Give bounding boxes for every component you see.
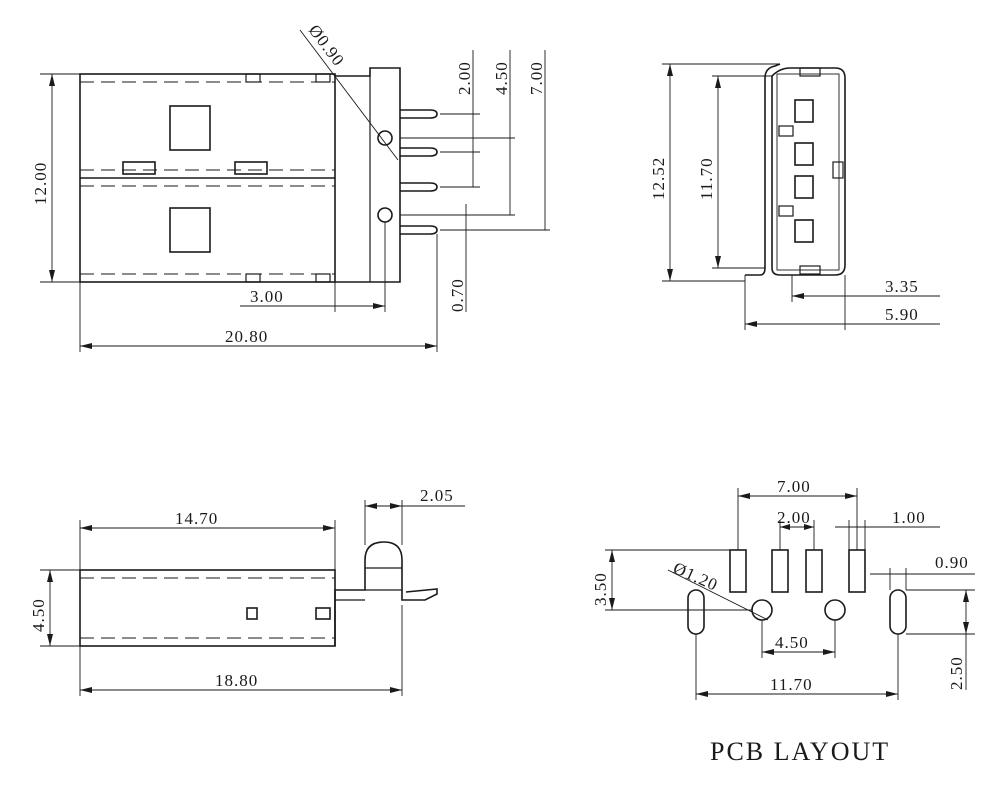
dim-pcb-slot-length: 2.50 [947, 656, 966, 690]
rear-housing [335, 67, 401, 283]
pcb-slot-left [687, 589, 705, 635]
dim-side-tab: 2.05 [420, 486, 454, 505]
top-hole-lower [377, 207, 393, 223]
dim-end-depth-inner: 3.35 [885, 277, 919, 296]
dim-pcb-row-offset: 3.50 [591, 572, 610, 606]
latch-left [122, 161, 156, 175]
dim-side-total-length: 18.80 [215, 671, 258, 690]
pcb-hole-right [824, 599, 846, 621]
dim-pcb-hole-pitch: 4.50 [775, 633, 809, 652]
pcb-pad-3 [805, 549, 823, 593]
end-view-shell [771, 67, 846, 276]
side-view: 14.70 2.05 4.50 18.80 [29, 486, 465, 696]
dim-top-pin-offset: 0.70 [448, 278, 467, 312]
dim-top-height: 12.00 [31, 162, 50, 205]
dim-end-inner-height: 11.70 [697, 157, 716, 200]
dim-side-height: 4.50 [29, 598, 48, 632]
top-view: Ø0.90 2.00 4.50 7.00 0.70 12.00 3.00 [31, 21, 550, 352]
dim-top-offset: 3.00 [250, 287, 284, 306]
end-view-left-wall [745, 63, 781, 276]
dim-pcb-outer-pitch: 7.00 [777, 477, 811, 496]
dim-top-length: 20.80 [225, 327, 268, 346]
dim-side-shell-length: 14.70 [175, 509, 218, 528]
pcb-pad-4 [848, 549, 866, 593]
top-hole-upper [377, 130, 393, 146]
dim-pcb-pad-width: 1.00 [892, 508, 926, 527]
pcb-layout-title: PCB LAYOUT [710, 737, 890, 766]
dim-top-outer-pitch: 7.00 [527, 61, 546, 95]
latch-right [234, 161, 268, 175]
pcb-layout: 7.00 2.00 1.00 0.90 3.50 Ø1.20 4.50 [591, 477, 975, 766]
top-window-upper [169, 105, 211, 151]
dim-top-pitch: 2.00 [455, 61, 474, 95]
side-view-body [79, 569, 336, 647]
dim-top-mid-pitch: 4.50 [492, 61, 511, 95]
pcb-pad-1 [729, 549, 747, 593]
dim-end-depth-outer: 5.90 [885, 305, 919, 324]
dim-pcb-slot-span: 11.70 [770, 675, 813, 694]
dim-end-outer-height: 12.52 [649, 157, 668, 200]
side-view-housing [334, 541, 438, 646]
end-view: 12.52 11.70 3.35 5.90 [649, 63, 940, 330]
dim-pcb-pitch: 2.00 [777, 508, 811, 527]
pcb-pad-2 [771, 549, 789, 593]
pcb-slot-right [889, 589, 907, 635]
top-window-lower [169, 207, 211, 253]
dim-pcb-slot-width: 0.90 [935, 553, 969, 572]
